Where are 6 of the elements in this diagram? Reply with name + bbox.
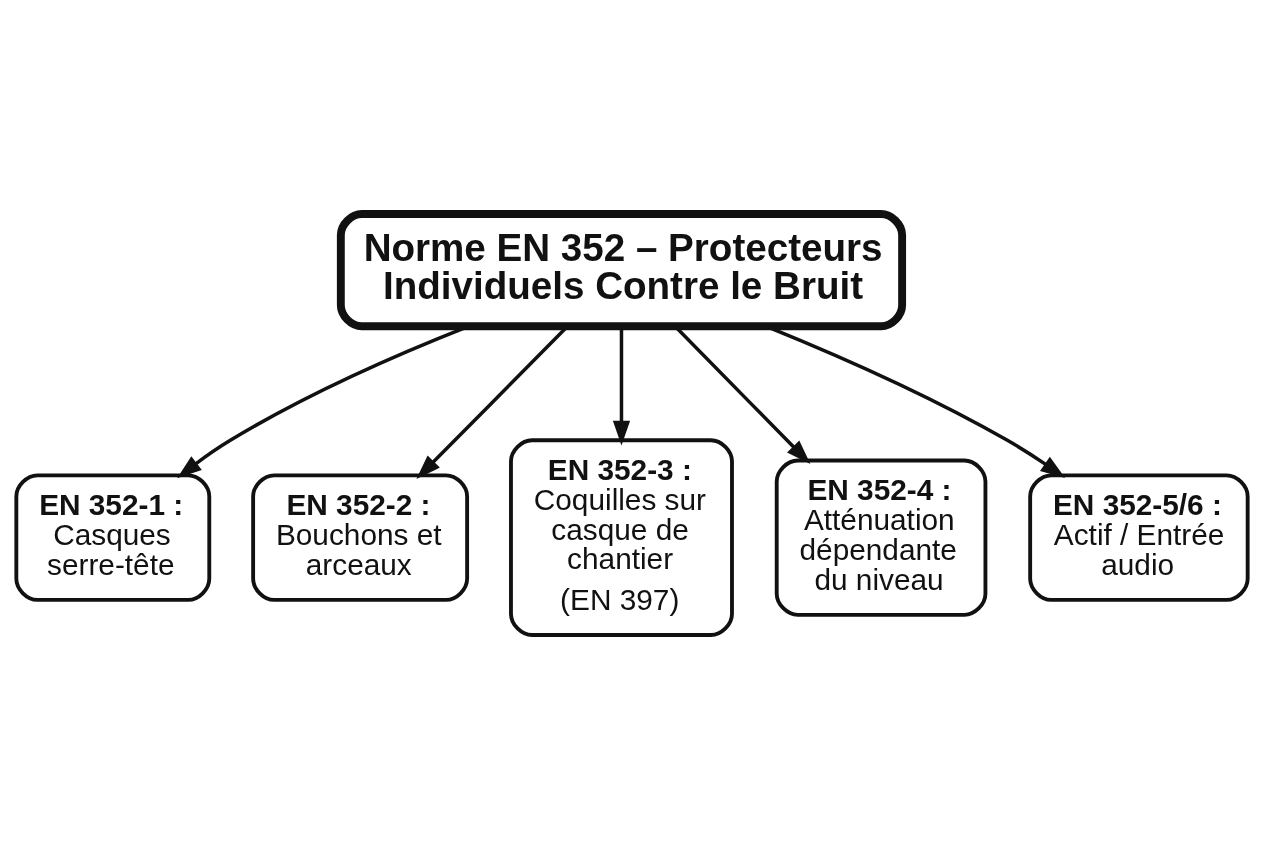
node-box: EN 352-4 : Atténuation dépendante du niveau [774,458,988,617]
node-box: EN 352-5/6 : Actif / Entrée audio [1028,472,1250,602]
node-box: Norme EN 352 – Protecteurs Individuels Contre le Bruit [336,209,907,330]
node-box: EN 352-2 : Bouchons et arceaux [251,472,470,602]
node-box: EN 352-1 : Casques serre-tête [14,472,212,602]
node-box: EN 352-3 : Coquilles sur casque de chantier (EN 397) [509,437,734,637]
